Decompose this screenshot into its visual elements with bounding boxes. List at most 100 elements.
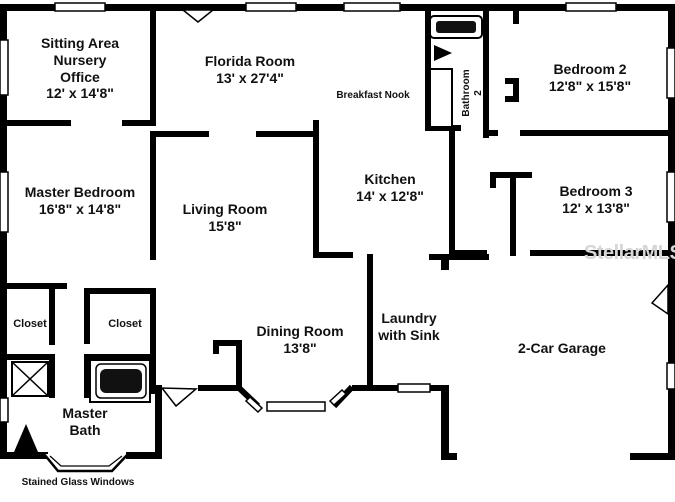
living-top-wall-b: [256, 131, 316, 137]
dining-room-label: Dining Room 13'8": [245, 323, 355, 357]
bath-divider: [49, 354, 55, 398]
dining-post-top: [213, 340, 241, 346]
sitting-area-line1: Sitting Area: [40, 35, 120, 51]
bathroom-2-name: Bathroom: [461, 69, 472, 117]
kitchen-right-wall: [449, 125, 455, 255]
bath2-right-wall: [483, 10, 489, 138]
window-bedroom2-right: [666, 47, 675, 99]
living-top-wall-a: [156, 131, 209, 137]
bath2-stub: [483, 130, 498, 136]
laundry-line1: Laundry: [381, 310, 437, 326]
window-dining-bay: [266, 401, 326, 412]
bedroom-3-label: Bedroom 3 12' x 13'8": [546, 183, 646, 217]
garage-bottom-wall-right: [630, 453, 675, 460]
bath-bottom-wall-left: [0, 452, 48, 459]
bedroom2-closet-a: [505, 78, 519, 84]
sitting-area-dims: 12' x 14'8": [46, 85, 114, 102]
window-laundry: [397, 383, 431, 393]
dining-room-name: Dining Room: [256, 323, 344, 339]
sitting-area-line3: Office: [60, 68, 100, 85]
laundry-top-wall: [429, 254, 489, 260]
kitchen-left-wall: [313, 120, 319, 258]
garage-top-stub: [441, 254, 449, 270]
laundry-left-wall: [367, 254, 373, 391]
master-toilet-marker: [14, 424, 38, 452]
closet-right-right-wall: [150, 288, 156, 394]
bedroom-3-dims: 12' x 13'8": [562, 199, 630, 216]
dining-post-left: [213, 340, 219, 354]
master-bedroom-dims: 16'8" x 14'8": [38, 200, 122, 217]
dining-left-wall: [156, 385, 162, 405]
sitting-area-label: Sitting Area Nursery Office 12' x 14'8": [28, 35, 132, 102]
living-room-name: Living Room: [182, 201, 268, 217]
watermark: StellarMLS: [584, 242, 675, 264]
sitting-florida-divider: [150, 10, 156, 126]
bedroom2-stub-top: [513, 10, 519, 24]
living-left-wall: [150, 131, 156, 260]
master-bedroom-name: Master Bedroom: [24, 184, 136, 200]
bedroom2-closet-b: [513, 78, 519, 102]
living-room-label: Living Room 15'8": [175, 201, 275, 235]
door-florida-top: [180, 9, 216, 23]
kitchen-bottom-left: [313, 252, 353, 258]
kitchen-bottom-right: [455, 250, 487, 256]
bedroom-3-name: Bedroom 3: [559, 183, 633, 199]
window-sitting-top: [54, 2, 106, 12]
laundry-label: Laundry with Sink: [374, 310, 444, 344]
closet-right-label: Closet: [108, 318, 142, 330]
closet-right-bottom: [84, 354, 156, 360]
closet-right-top: [84, 288, 156, 294]
bedroom3-bottom-wall: [530, 250, 670, 256]
living-room-dims: 15'8": [208, 217, 242, 234]
master-bath-label: Master Bath: [55, 405, 115, 439]
window-master-left: [0, 171, 9, 233]
bath2-sink: [436, 21, 476, 33]
florida-room-label: Florida Room 13' x 27'4": [190, 53, 310, 87]
window-florida-top-b: [343, 2, 401, 12]
garage-left-wall-lower: [441, 385, 449, 460]
bathroom-2-number: 2: [473, 90, 484, 96]
sitting-bottom-wall-b: [122, 120, 156, 126]
laundry-bottom-left: [352, 385, 398, 391]
closet-right-left-wall: [84, 288, 90, 344]
bedroom-2-name: Bedroom 2: [553, 61, 627, 77]
laundry-line2: with Sink: [378, 326, 440, 343]
stained-glass-bay: [43, 453, 129, 473]
bath2-tub: [429, 68, 453, 128]
window-sitting-left: [0, 39, 9, 96]
bath2-toilet-marker: [434, 45, 452, 61]
florida-room-dims: 13' x 27'4": [216, 69, 284, 86]
bath-right-wall: [155, 385, 162, 459]
windows: [0, 2, 675, 423]
bedroom-2-label: Bedroom 2 12'8" x 15'8": [535, 61, 645, 95]
dining-post-right: [236, 340, 242, 390]
bedroom2-closet-c: [505, 96, 519, 102]
sitting-bottom-wall-a: [7, 120, 71, 126]
closet-left-bottom: [7, 354, 55, 360]
bedroom2-bottom-wall: [520, 130, 670, 136]
fixtures: [11, 15, 483, 452]
kitchen-dims: 14' x 12'8": [356, 187, 424, 204]
kitchen-label: Kitchen 14' x 12'8": [340, 171, 440, 205]
kitchen-name: Kitchen: [364, 171, 416, 187]
bathroom-2-label: Bathroom 2: [461, 63, 487, 123]
closet-left-right-wall: [49, 283, 55, 345]
bath-divider-right: [84, 354, 90, 398]
laundry-bottom-right: [430, 385, 449, 391]
bath2-left-wall: [425, 10, 431, 130]
bedroom-2-dims: 12'8" x 15'8": [548, 77, 632, 94]
garage-label: 2-Car Garage: [518, 340, 606, 356]
doors: [160, 9, 669, 408]
stained-glass-label: Stained Glass Windows: [21, 477, 135, 488]
closet-left-label: Closet: [13, 318, 47, 330]
top-exterior-wall: [0, 4, 675, 11]
closet-left-top: [7, 283, 67, 289]
master-bedroom-label: Master Bedroom 16'8" x 14'8": [20, 184, 140, 218]
window-florida-top-a: [245, 2, 297, 12]
bedroom3-closet-wall: [510, 172, 516, 256]
door-garage-side: [650, 283, 669, 316]
master-bath-line2: Bath: [69, 421, 101, 438]
window-bedroom3-right: [666, 171, 675, 223]
master-bath-line1: Master: [62, 405, 108, 421]
right-exterior-wall: [668, 4, 675, 460]
